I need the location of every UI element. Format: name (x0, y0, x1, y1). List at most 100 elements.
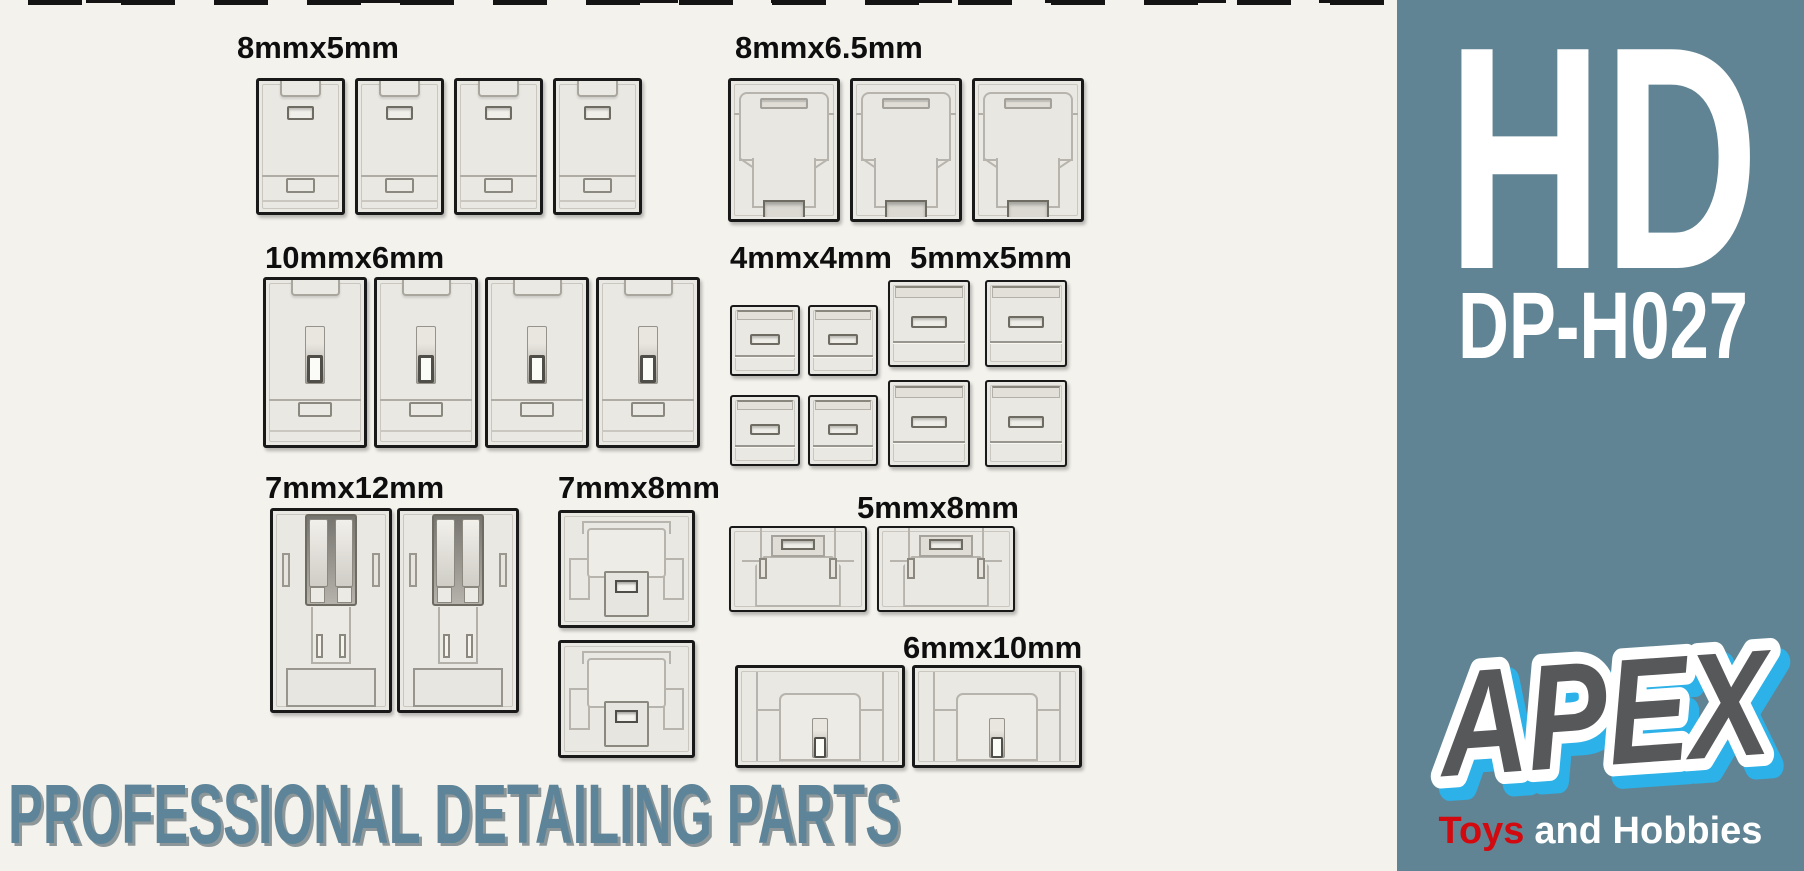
part-detail (559, 175, 636, 178)
tagline-shadow-text: PROFESSIONAL DETAILING PARTS (11, 780, 903, 860)
part-detail (827, 424, 859, 435)
part-sq-hatch (888, 380, 970, 467)
part-detail (976, 558, 985, 579)
part-detail (484, 177, 513, 193)
size-label-5x8: 5mmx8mm (857, 490, 1019, 525)
part-detail (996, 158, 1060, 208)
part-detail (889, 528, 910, 563)
part-detail (881, 97, 931, 109)
part-detail (893, 285, 965, 362)
part-detail (780, 538, 816, 551)
tagline: PROFESSIONAL DETAILING PARTS PROFESSIONA… (8, 780, 903, 860)
part-door-hatch (912, 665, 1082, 768)
sidebar-background (1397, 0, 1804, 871)
part-detail (992, 386, 1060, 398)
apex-logo-outline: APEX (1430, 617, 1781, 808)
part-detail (762, 200, 806, 217)
part-detail (568, 557, 590, 601)
part-detail (827, 334, 859, 345)
part-detail (559, 199, 636, 202)
part-detail (735, 354, 795, 357)
part-detail (755, 555, 841, 607)
part-detail (933, 708, 958, 711)
part-v-hatch (553, 78, 642, 215)
size-label-5x5: 5mmx5mm (910, 240, 1072, 275)
part-detail (604, 701, 649, 748)
part-sq-hatch (730, 305, 800, 376)
apex-logo: APEX APEX APEX (1418, 605, 1802, 833)
part-detail (286, 177, 315, 193)
part-detail (269, 429, 361, 432)
series-title: HD (1447, 0, 1759, 336)
part-detail (491, 398, 583, 401)
part-detail (602, 429, 694, 432)
part-detail (911, 316, 947, 329)
part-detail (756, 708, 781, 711)
part-detail (990, 340, 1062, 343)
part-sq-hatch (730, 395, 800, 466)
part-detail (828, 558, 837, 579)
part-detail (814, 310, 872, 320)
part-detail (361, 199, 438, 202)
brand-subtitle-hobbies: and Hobbies (1534, 810, 1763, 852)
part-detail (759, 97, 809, 109)
part-detail (336, 586, 352, 603)
part-detail (756, 672, 759, 761)
part-detail (1058, 672, 1061, 761)
part-detail (477, 81, 520, 97)
part-detail (461, 518, 481, 587)
part-detail (409, 552, 418, 587)
part-detail (380, 429, 472, 432)
part-detail (895, 386, 963, 398)
part-detail (581, 650, 672, 665)
part-detail (568, 687, 590, 731)
part-detail (749, 424, 781, 435)
part-wide-hatch (729, 526, 867, 612)
top-edge-trim-marks-2 (60, 0, 1760, 3)
part-hinge-hatch (397, 508, 519, 713)
part-detail (460, 199, 537, 202)
part-detail (581, 520, 672, 535)
part-detail (463, 586, 479, 603)
part-detail (310, 586, 326, 603)
part-detail (990, 285, 1062, 362)
part-detail (623, 280, 673, 296)
part-detail (749, 334, 781, 345)
part-detail (290, 280, 340, 296)
part-panel-hatch (558, 510, 695, 628)
part-detail (602, 398, 694, 401)
part-detail (933, 672, 936, 761)
apex-logo-fill: APEX (1430, 617, 1781, 808)
part-detail (334, 518, 354, 587)
part-detail (631, 402, 665, 418)
part-detail (418, 355, 434, 384)
part-detail (564, 646, 689, 752)
part-v-hatch (256, 78, 345, 215)
part-sq-hatch (888, 280, 970, 367)
part-detail (834, 528, 855, 563)
part-detail (285, 668, 377, 707)
part-detail (918, 671, 1076, 762)
part-detail (307, 355, 323, 384)
part-detail (498, 552, 507, 587)
part-group-5x8 (729, 526, 1015, 612)
part-detail (990, 440, 1062, 443)
part-detail (262, 175, 339, 178)
size-label-7x12: 7mmx12mm (265, 470, 445, 505)
part-w-hatch (972, 78, 1084, 222)
part-detail (385, 177, 414, 193)
part-v-hatch-slot (263, 277, 367, 448)
part-sq-hatch (985, 380, 1067, 467)
part-detail (584, 105, 611, 120)
part-detail (308, 518, 328, 587)
part-detail (412, 668, 504, 707)
part-detail (992, 286, 1060, 298)
part-detail (640, 355, 656, 384)
part-detail (741, 528, 762, 563)
part-detail (339, 634, 347, 659)
part-sq-hatch (985, 280, 1067, 367)
part-detail (460, 175, 537, 178)
part-w-hatch (850, 78, 962, 222)
part-detail (813, 444, 873, 447)
part-detail (279, 81, 322, 97)
